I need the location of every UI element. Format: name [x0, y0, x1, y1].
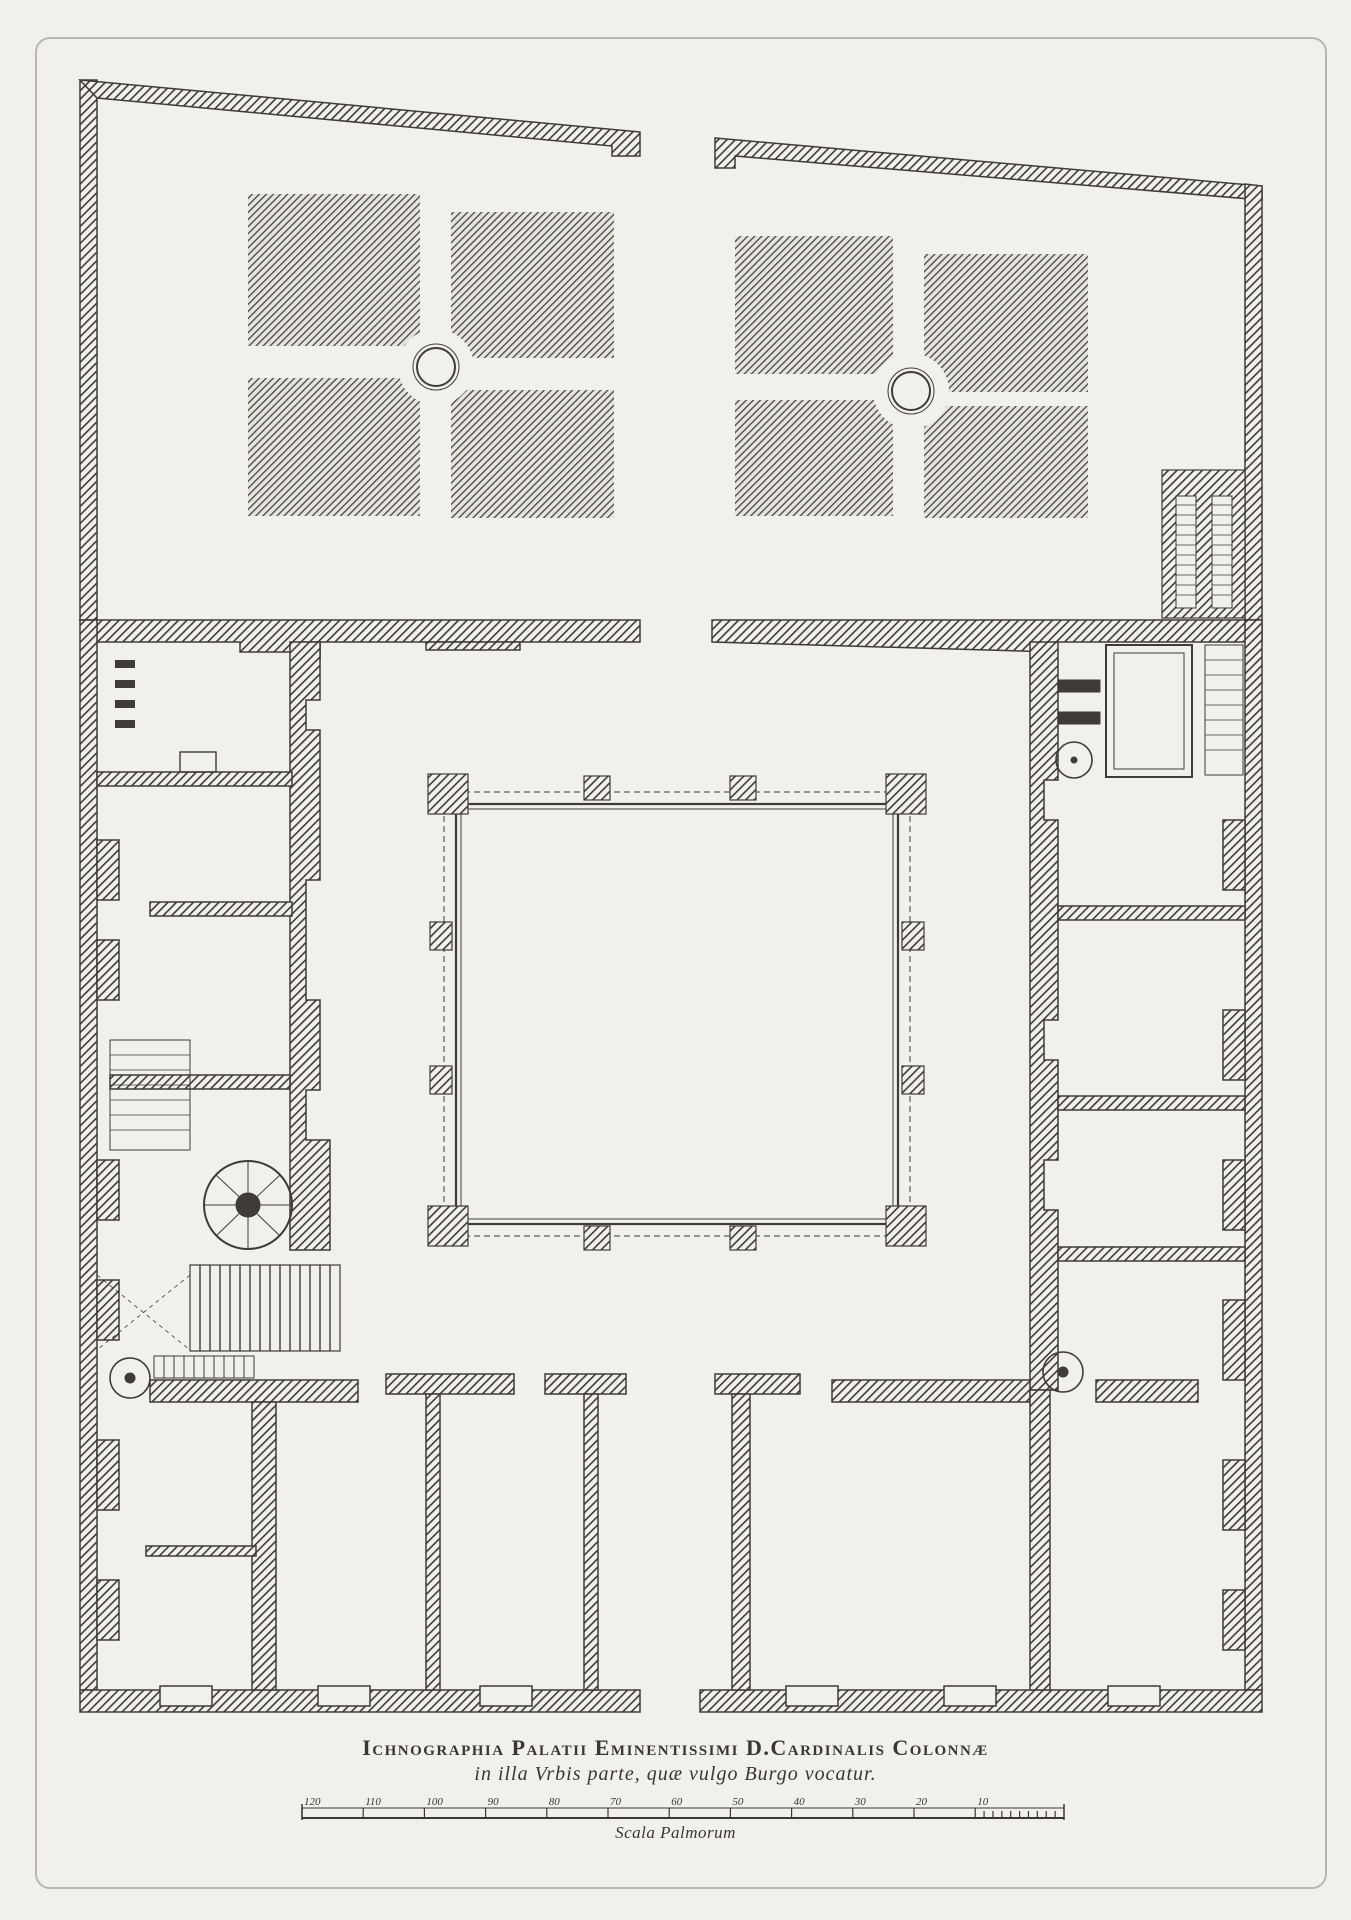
east-pier-b — [1222, 1009, 1246, 1081]
scale-tick-label: 70 — [610, 1796, 622, 1808]
east-pier-a — [1222, 819, 1246, 891]
scale-tick-label: 90 — [488, 1796, 500, 1808]
palace-walls — [78, 619, 1263, 1713]
north-wall-right — [711, 619, 1263, 653]
east-cross-wall-1 — [1057, 905, 1246, 921]
scale-tick-label: 10 — [977, 1796, 989, 1808]
west-cross-wall-3 — [109, 1074, 291, 1090]
courtyard-south-wall-4 — [714, 1373, 801, 1395]
plate-border — [35, 37, 1327, 1889]
north-wall-left — [78, 619, 641, 653]
west-stair-steps — [115, 660, 135, 728]
south-partition-2 — [425, 1393, 441, 1691]
parterre-right — [735, 236, 1088, 518]
south-pier-b — [96, 1579, 120, 1641]
scale-bar — [301, 1804, 1065, 1820]
east-pier-c — [1222, 1159, 1246, 1231]
scale-caption: Scala Palmorum — [615, 1823, 736, 1842]
scale-tick-labels: 120 110 100 90 80 70 60 50 40 30 20 10 — [304, 1796, 989, 1808]
west-cross-wall-2 — [149, 901, 293, 917]
courtyard-south-wall-5 — [831, 1379, 1031, 1403]
west-pier-c — [96, 1159, 120, 1221]
scale-tick-label: 120 — [304, 1796, 321, 1808]
north-wall-bay-left — [425, 641, 521, 651]
scale-tick-label: 30 — [854, 1796, 867, 1808]
courtyard-south-wall-6 — [1095, 1379, 1199, 1403]
parterre-left — [248, 194, 614, 518]
garden — [78, 79, 1263, 621]
courtyard — [427, 773, 927, 1251]
courtyard-piers — [427, 773, 927, 1251]
west-pier-d — [96, 1279, 120, 1341]
scale-tick-label: 60 — [671, 1796, 683, 1808]
courtyard-south-wall-3 — [544, 1373, 627, 1395]
west-pier-a — [96, 839, 120, 901]
south-partition-3 — [583, 1393, 599, 1691]
well — [1055, 741, 1093, 779]
west-cross-wall-1 — [96, 771, 293, 787]
west-pier-b — [96, 939, 120, 1001]
garden-wall-right — [1244, 183, 1263, 621]
scale-tick-label: 80 — [549, 1796, 561, 1808]
courtyard-arcade-line — [443, 791, 911, 1237]
garden-staircase — [1161, 469, 1246, 619]
garden-wall-top-right — [714, 137, 1263, 201]
east-service-rooms — [1042, 644, 1244, 1393]
grand-staircase — [96, 1039, 341, 1399]
south-partition-4 — [731, 1393, 751, 1691]
west-inner-wall — [289, 641, 331, 1251]
plate-subtitle: in illa Vrbis parte, quæ vulgo Burgo voc… — [474, 1763, 877, 1785]
south-pier-a — [96, 1439, 120, 1511]
west-wall — [79, 619, 98, 1691]
scale-tick-label: 50 — [732, 1796, 744, 1808]
spiral-stair-small-west — [109, 1357, 151, 1399]
facade-windows — [159, 1685, 1161, 1707]
south-pier-d — [1222, 1589, 1246, 1651]
fountain-left — [398, 329, 474, 405]
spiral-stair-small-east — [1042, 1351, 1084, 1393]
east-inner-wall — [1029, 641, 1059, 1391]
east-cross-wall-2 — [1057, 1095, 1246, 1111]
garden-wall-left — [79, 79, 98, 621]
garden-wall-top-left — [78, 79, 641, 157]
scale-tick-label: 100 — [426, 1796, 443, 1808]
scale-tick-label: 110 — [365, 1796, 381, 1808]
scale-tick-label: 20 — [916, 1796, 928, 1808]
east-cross-wall-3 — [1057, 1246, 1246, 1262]
scale-tick-marks — [301, 1808, 1056, 1818]
fountain-right — [873, 353, 949, 429]
east-pier-d — [1222, 1299, 1246, 1381]
courtyard-south-wall-2 — [385, 1373, 515, 1395]
courtyard-south-wall-1 — [149, 1379, 359, 1403]
scale-tick-label: 40 — [794, 1796, 806, 1808]
south-partition-5 — [1029, 1389, 1051, 1691]
south-cross-wall — [145, 1545, 257, 1557]
stair-flight — [189, 1264, 341, 1352]
courtyard-inner — [454, 802, 900, 1226]
south-pier-c — [1222, 1459, 1246, 1531]
plate-title: Ichnographia Palatii Eminentissimi D.Car… — [362, 1735, 989, 1760]
west-niche — [179, 751, 217, 773]
east-wall — [1244, 619, 1263, 1691]
